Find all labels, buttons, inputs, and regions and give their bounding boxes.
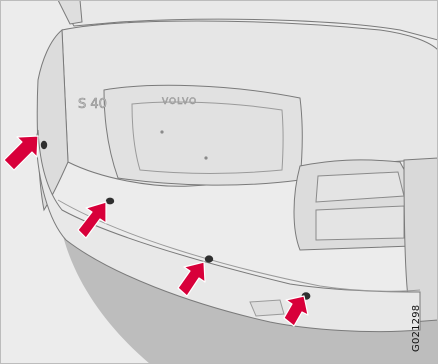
plate-screw-right [204,156,207,159]
parking-sensor-icon [41,141,47,149]
tow-hook-cover [250,300,284,316]
model-badge: S 40 [78,97,107,112]
figure-code-label: G021298 [411,305,422,352]
parking-sensor-icon [205,255,213,262]
brand-badge: VOLVO [162,97,197,107]
tail-light-lens-lower [316,206,404,240]
plate-screw-left [160,130,163,133]
parking-sensor-icon [106,198,114,205]
